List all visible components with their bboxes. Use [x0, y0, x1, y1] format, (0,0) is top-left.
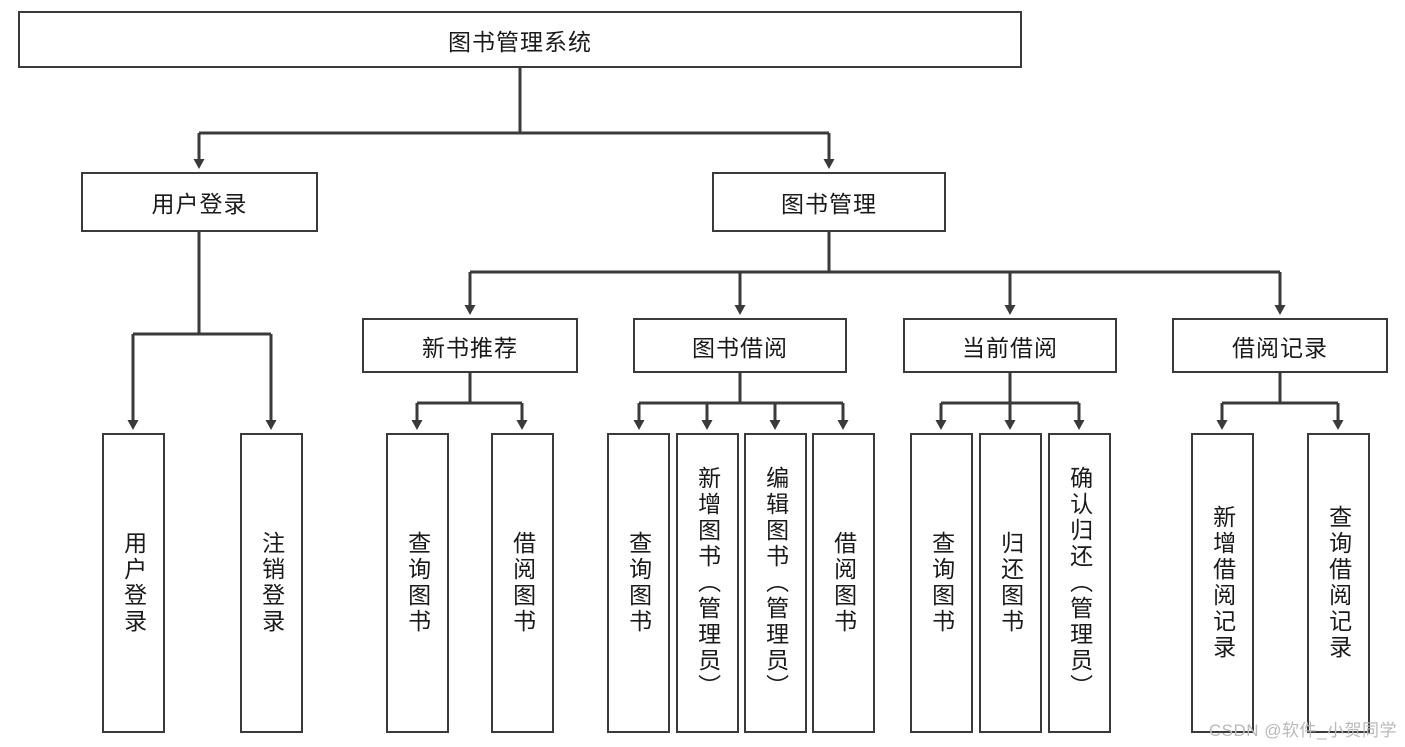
- leaf-bb-edit-book-label: 编辑图书（管理员）: [762, 466, 789, 700]
- leaf-logout[interactable]: 注销登录: [240, 433, 303, 733]
- node-current-borrow-label: 当前借阅: [962, 334, 1058, 361]
- leaf-bb-borrow-book[interactable]: 借阅图书: [812, 433, 875, 733]
- node-user-login-label: 用户登录: [151, 191, 248, 217]
- leaf-cb-query-book[interactable]: 查询图书: [910, 433, 973, 733]
- leaf-cb-return-book[interactable]: 归还图书: [979, 433, 1042, 733]
- node-borrow-record[interactable]: 借阅记录: [1172, 318, 1388, 373]
- node-book-borrow-label: 图书借阅: [692, 334, 788, 361]
- leaf-bb-add-book-label: 新增图书（管理员）: [694, 466, 721, 700]
- leaf-cb-query-book-label: 查询图书: [928, 531, 955, 635]
- leaf-br-add-record-label: 新增借阅记录: [1209, 505, 1236, 661]
- leaf-bb-edit-book[interactable]: 编辑图书（管理员）: [744, 433, 807, 733]
- node-book-borrow[interactable]: 图书借阅: [633, 318, 847, 373]
- leaf-logout-label: 注销登录: [258, 531, 285, 635]
- node-new-book-recommend-label: 新书推荐: [422, 334, 518, 361]
- leaf-br-query-record[interactable]: 查询借阅记录: [1307, 433, 1370, 733]
- leaf-nb-borrow-book-label: 借阅图书: [509, 531, 536, 635]
- leaf-br-add-record[interactable]: 新增借阅记录: [1191, 433, 1254, 733]
- leaf-nb-borrow-book[interactable]: 借阅图书: [491, 433, 554, 733]
- leaf-cb-return-book-label: 归还图书: [997, 531, 1024, 635]
- leaf-nb-query-book-label: 查询图书: [404, 531, 431, 635]
- watermark: CSDN @软件_小贺同学: [1208, 721, 1397, 740]
- leaf-nb-query-book[interactable]: 查询图书: [386, 433, 449, 733]
- leaf-br-query-record-label: 查询借阅记录: [1325, 505, 1352, 661]
- leaf-bb-borrow-book-label: 借阅图书: [830, 531, 857, 635]
- leaf-bb-query-book[interactable]: 查询图书: [607, 433, 670, 733]
- node-user-login[interactable]: 用户登录: [81, 172, 318, 232]
- leaf-cb-confirm-return-label: 确认归还（管理员）: [1066, 466, 1093, 700]
- leaf-cb-confirm-return[interactable]: 确认归还（管理员）: [1048, 433, 1111, 733]
- leaf-user-login-label: 用户登录: [120, 531, 147, 635]
- node-new-book-recommend[interactable]: 新书推荐: [362, 318, 578, 373]
- node-root-label: 图书管理系统: [448, 28, 592, 55]
- leaf-user-login[interactable]: 用户登录: [102, 433, 165, 733]
- leaf-bb-query-book-label: 查询图书: [625, 531, 652, 635]
- leaf-bb-add-book[interactable]: 新增图书（管理员）: [676, 433, 739, 733]
- node-borrow-record-label: 借阅记录: [1232, 334, 1328, 361]
- node-book-manage[interactable]: 图书管理: [712, 172, 946, 232]
- node-current-borrow[interactable]: 当前借阅: [903, 318, 1117, 373]
- node-root[interactable]: 图书管理系统: [18, 11, 1022, 68]
- node-book-manage-label: 图书管理: [781, 191, 877, 217]
